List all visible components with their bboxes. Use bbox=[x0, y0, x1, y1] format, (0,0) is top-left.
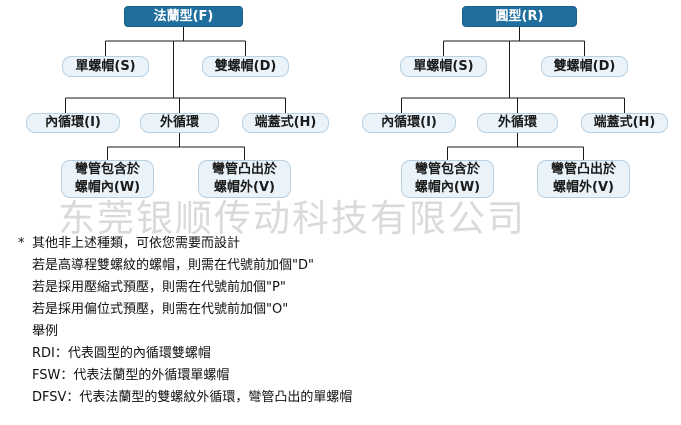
notes-heading: * 其他非上述種類，可依您需要而設計 bbox=[18, 233, 658, 255]
connector-left-level1 bbox=[65, 41, 286, 113]
right-single-nut-node: 單螺帽(S) bbox=[400, 56, 487, 77]
notes-block: * 其他非上述種類，可依您需要而設計 若是高導程雙螺紋的螺帽，則需在代號前加個"D… bbox=[18, 233, 658, 409]
asterisk-icon: * bbox=[18, 236, 25, 251]
right-external-circulation-node: 外循環 bbox=[477, 113, 558, 133]
left-tube-inside-nut-node: 彎管包含於 螺帽內(W) bbox=[61, 160, 154, 198]
connector-right-root bbox=[443, 27, 585, 56]
right-root-node: 圓型(R) bbox=[462, 6, 577, 27]
right-tube-inside-nut-node: 彎管包含於 螺帽內(W) bbox=[401, 160, 494, 198]
left-single-nut-node: 單螺帽(S) bbox=[62, 56, 149, 77]
company-watermark: 东莞银顺传动科技有限公司 bbox=[58, 197, 526, 240]
left-external-circulation-node: 外循環 bbox=[140, 113, 219, 133]
note-line: DFSV：代表法蘭型的雙螺紋外循環，彎管凸出的單螺帽 bbox=[32, 390, 353, 405]
note-line: 若是採用偏位式預壓，則需在代號前加個"O" bbox=[32, 302, 289, 317]
note-line: 若是採用壓縮式預壓，則需在代號前加個"P" bbox=[32, 280, 286, 295]
left-root-node: 法蘭型(F) bbox=[124, 6, 243, 27]
left-internal-circulation-node: 內循環(I) bbox=[26, 113, 120, 133]
note-line: FSW：代表法蘭型的外循環單螺帽 bbox=[32, 368, 230, 383]
right-double-nut-node: 雙螺帽(D) bbox=[541, 56, 628, 77]
note-line: 舉例 bbox=[32, 324, 59, 339]
connector-right-level1 bbox=[401, 41, 625, 113]
left-end-cap-node: 端蓋式(H) bbox=[242, 113, 329, 133]
connector-left-level2 bbox=[107, 133, 245, 160]
note-line: RDI：代表圓型的內循環雙螺帽 bbox=[32, 346, 211, 361]
connector-left-root bbox=[105, 27, 246, 56]
right-tube-outside-nut-node: 彎管凸出於 螺帽外(V) bbox=[537, 160, 630, 198]
right-end-cap-node: 端蓋式(H) bbox=[581, 113, 668, 133]
connector-right-level2 bbox=[447, 133, 584, 160]
left-double-nut-node: 雙螺帽(D) bbox=[202, 56, 289, 77]
right-internal-circulation-node: 內循環(I) bbox=[362, 113, 456, 133]
left-tube-outside-nut-node: 彎管凸出於 螺帽外(V) bbox=[198, 160, 291, 198]
notes-heading-text: 其他非上述種類，可依您需要而設計 bbox=[32, 236, 241, 251]
note-line: 若是高導程雙螺紋的螺帽，則需在代號前加個"D" bbox=[32, 258, 314, 273]
